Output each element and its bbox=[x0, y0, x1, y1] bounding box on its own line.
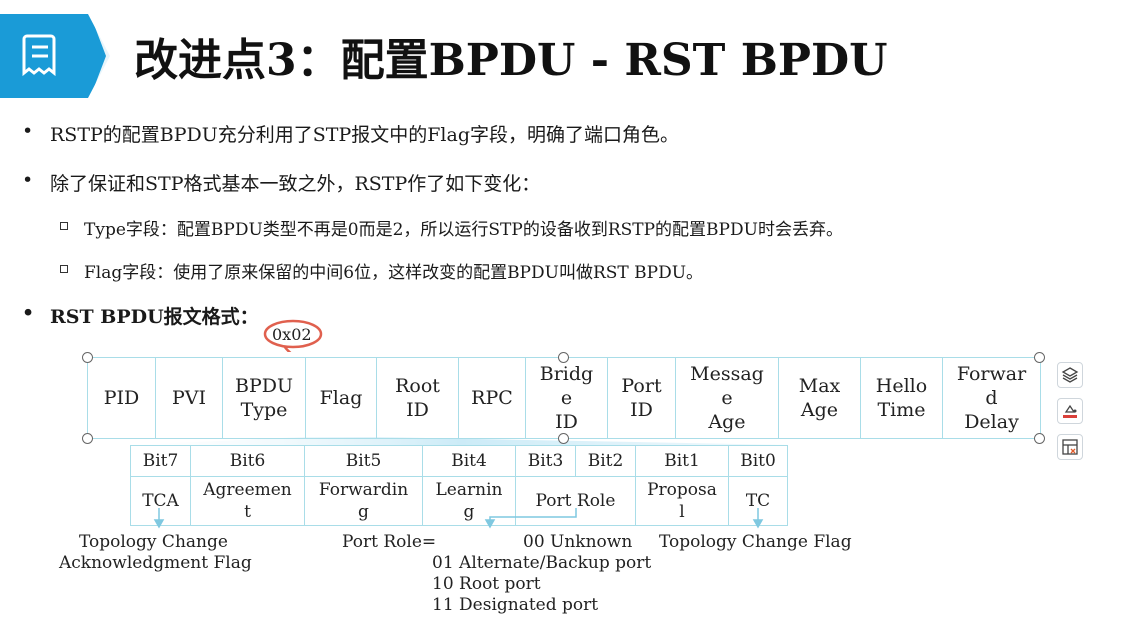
resize-handle-top[interactable] bbox=[558, 352, 569, 363]
flag-bits-table: Bit7 Bit6 Bit5 Bit4 Bit3 Bit2 Bit1 Bit0 … bbox=[130, 445, 788, 526]
port-role-designated: 11 Designated port bbox=[432, 595, 599, 615]
resize-handle-top-left[interactable] bbox=[82, 352, 93, 363]
bullet-text: RSTP的配置BPDU充分利用了STP报文中的Flag字段，明确了端口角色。 bbox=[50, 124, 679, 146]
square-bullet-icon bbox=[60, 222, 68, 230]
bullet-marker: • bbox=[22, 302, 35, 324]
layout-options-button[interactable] bbox=[1057, 434, 1083, 460]
port-role-unknown: 00 Unknown bbox=[523, 532, 633, 552]
format-heading: RST BPDU报文格式： bbox=[50, 306, 259, 328]
layers-button[interactable] bbox=[1057, 362, 1083, 388]
bit-header: Bit6 bbox=[190, 445, 305, 477]
resize-handle-bottom-left[interactable] bbox=[82, 433, 93, 444]
port-role-alternate: 01 Alternate/Backup port bbox=[432, 553, 652, 573]
bullet-text: 除了保证和STP格式基本一致之外，RSTP作了如下变化： bbox=[50, 173, 541, 195]
bit-header: Bit2 bbox=[575, 445, 636, 477]
field-cell: RPC bbox=[458, 357, 526, 439]
bit-field: TC bbox=[728, 476, 788, 526]
shape-fill-button[interactable] bbox=[1057, 398, 1083, 424]
flag-value-oval bbox=[263, 319, 323, 352]
bit-header: Bit7 bbox=[130, 445, 191, 477]
document-icon bbox=[22, 34, 56, 77]
flag-value: 0x02 bbox=[272, 325, 312, 344]
port-role-root: 10 Root port bbox=[432, 574, 541, 594]
page-title: 改进点3：配置BPDU - RST BPDU bbox=[134, 35, 888, 86]
bit-header: Bit3 bbox=[515, 445, 576, 477]
section-badge bbox=[0, 14, 112, 98]
tca-note-line1: Topology Change bbox=[79, 532, 228, 552]
tca-note-line2: Acknowledgment Flag bbox=[59, 553, 252, 573]
bullet-marker: • bbox=[22, 120, 34, 142]
resize-handle-top-right[interactable] bbox=[1034, 352, 1045, 363]
bit-header: Bit4 bbox=[422, 445, 516, 477]
tc-note: Topology Change Flag bbox=[659, 532, 852, 552]
resize-handle-bottom[interactable] bbox=[558, 433, 569, 444]
field-cell: PVI bbox=[155, 357, 223, 439]
sub-bullet-text: Flag字段：使用了原来保留的中间6位，这样改变的配置BPDU叫做RST BPD… bbox=[84, 263, 704, 283]
field-cell: PID bbox=[87, 357, 156, 439]
bullet-marker: • bbox=[22, 169, 34, 191]
port-role-label: Port Role= bbox=[342, 532, 437, 552]
resize-handle-bottom-right[interactable] bbox=[1034, 433, 1045, 444]
layers-icon bbox=[1061, 367, 1079, 383]
shape-fill-icon bbox=[1063, 404, 1077, 418]
layout-options-icon bbox=[1062, 439, 1078, 455]
square-bullet-icon bbox=[60, 265, 68, 273]
sub-bullet-text: Type字段：配置BPDU类型不再是0而是2，所以运行STP的设备收到RSTP的… bbox=[84, 220, 843, 240]
